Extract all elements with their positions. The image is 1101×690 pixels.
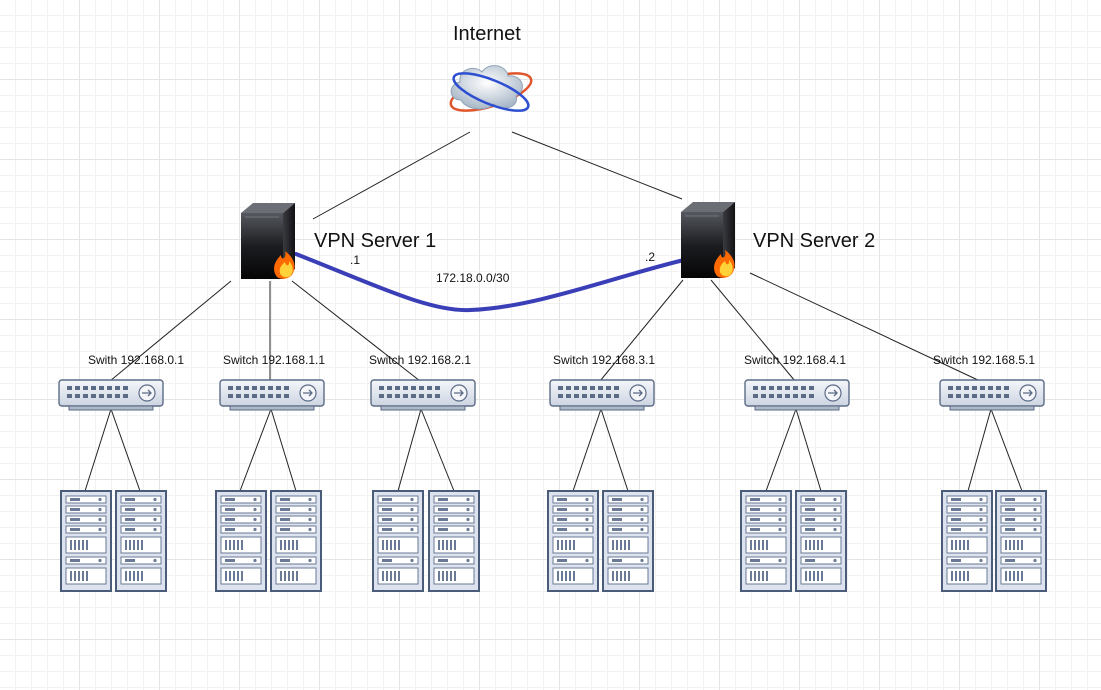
server-rack-icon[interactable] bbox=[60, 490, 112, 592]
switch-2-label: Switch 192.168.2.1 bbox=[368, 353, 472, 367]
link-sw1-rack-b bbox=[270, 408, 297, 492]
vpn-server-2-label: VPN Server 2 bbox=[753, 230, 876, 252]
switch-3-label: Switch 192.168.3.1 bbox=[552, 353, 656, 367]
link-sw0-rack-a bbox=[84, 408, 112, 492]
server-rack-icon[interactable] bbox=[941, 490, 993, 592]
switch-4-label: Switch 192.168.4.1 bbox=[743, 353, 847, 367]
switch-5-label: Switch 192.168.5.1 bbox=[932, 353, 1036, 367]
server-rack-icon[interactable] bbox=[372, 490, 424, 592]
vpn2-switch-links bbox=[599, 272, 981, 382]
server-rack-icon[interactable] bbox=[428, 490, 480, 592]
switch-0-label: Swith 192.168.0.1 bbox=[87, 353, 185, 367]
server-rack-icon[interactable] bbox=[270, 490, 322, 592]
vpn-tunnel-link bbox=[294, 252, 686, 313]
server-rack-icon[interactable] bbox=[115, 490, 167, 592]
switch-5-icon[interactable] bbox=[939, 379, 1045, 411]
server-rack-icon[interactable] bbox=[995, 490, 1047, 592]
link-vpn2-switch3 bbox=[599, 279, 684, 382]
link-sw0-rack-b bbox=[110, 408, 141, 492]
switch-3-icon[interactable] bbox=[549, 379, 655, 411]
server-rack-icon[interactable] bbox=[795, 490, 847, 592]
server-rack-icon[interactable] bbox=[740, 490, 792, 592]
link-sw2-rack-b bbox=[420, 408, 455, 492]
switch-2-icon[interactable] bbox=[370, 379, 476, 411]
switch-1-icon[interactable] bbox=[219, 379, 325, 411]
link-internet-vpn2 bbox=[511, 131, 683, 200]
switch-0-icon[interactable] bbox=[58, 379, 164, 411]
server-rack-icon[interactable] bbox=[602, 490, 654, 592]
switch-1-label: Switch 192.168.1.1 bbox=[222, 353, 326, 367]
link-sw5-rack-b bbox=[990, 408, 1023, 492]
vpn-server-1-label: VPN Server 1 bbox=[314, 230, 437, 252]
link-sw3-rack-b bbox=[600, 408, 629, 492]
tunnel-subnet-label: 172.18.0.0/30 bbox=[436, 271, 510, 285]
switch-4-icon[interactable] bbox=[744, 379, 850, 411]
server-rack-icon[interactable] bbox=[547, 490, 599, 592]
link-internet-vpn1 bbox=[312, 131, 471, 220]
link-sw5-rack-a bbox=[967, 408, 992, 492]
link-vpn2-switch4 bbox=[710, 279, 796, 382]
vpn-server-2-ip-suffix: .2 bbox=[645, 250, 656, 264]
server-rack-icon[interactable] bbox=[215, 490, 267, 592]
link-sw4-rack-a bbox=[765, 408, 797, 492]
link-sw3-rack-a bbox=[572, 408, 602, 492]
vpn-server-2-firewall-icon[interactable] bbox=[680, 201, 736, 279]
vpn-server-1-firewall-icon[interactable] bbox=[240, 202, 296, 280]
internet-cloud-icon bbox=[449, 65, 533, 112]
link-sw2-rack-a bbox=[397, 408, 422, 492]
link-sw1-rack-a bbox=[239, 408, 272, 492]
internet-links bbox=[312, 131, 683, 220]
vpn-server-1-ip-suffix: .1 bbox=[350, 253, 361, 267]
link-vpn1-switch2 bbox=[291, 280, 421, 382]
internet-label: Internet bbox=[453, 23, 521, 45]
link-sw4-rack-b bbox=[795, 408, 822, 492]
vpn1-switch-links bbox=[109, 280, 421, 382]
link-vpn2-switch5 bbox=[749, 272, 981, 382]
switch-rack-links bbox=[84, 408, 1023, 492]
link-vpn1-switch0 bbox=[109, 280, 232, 382]
